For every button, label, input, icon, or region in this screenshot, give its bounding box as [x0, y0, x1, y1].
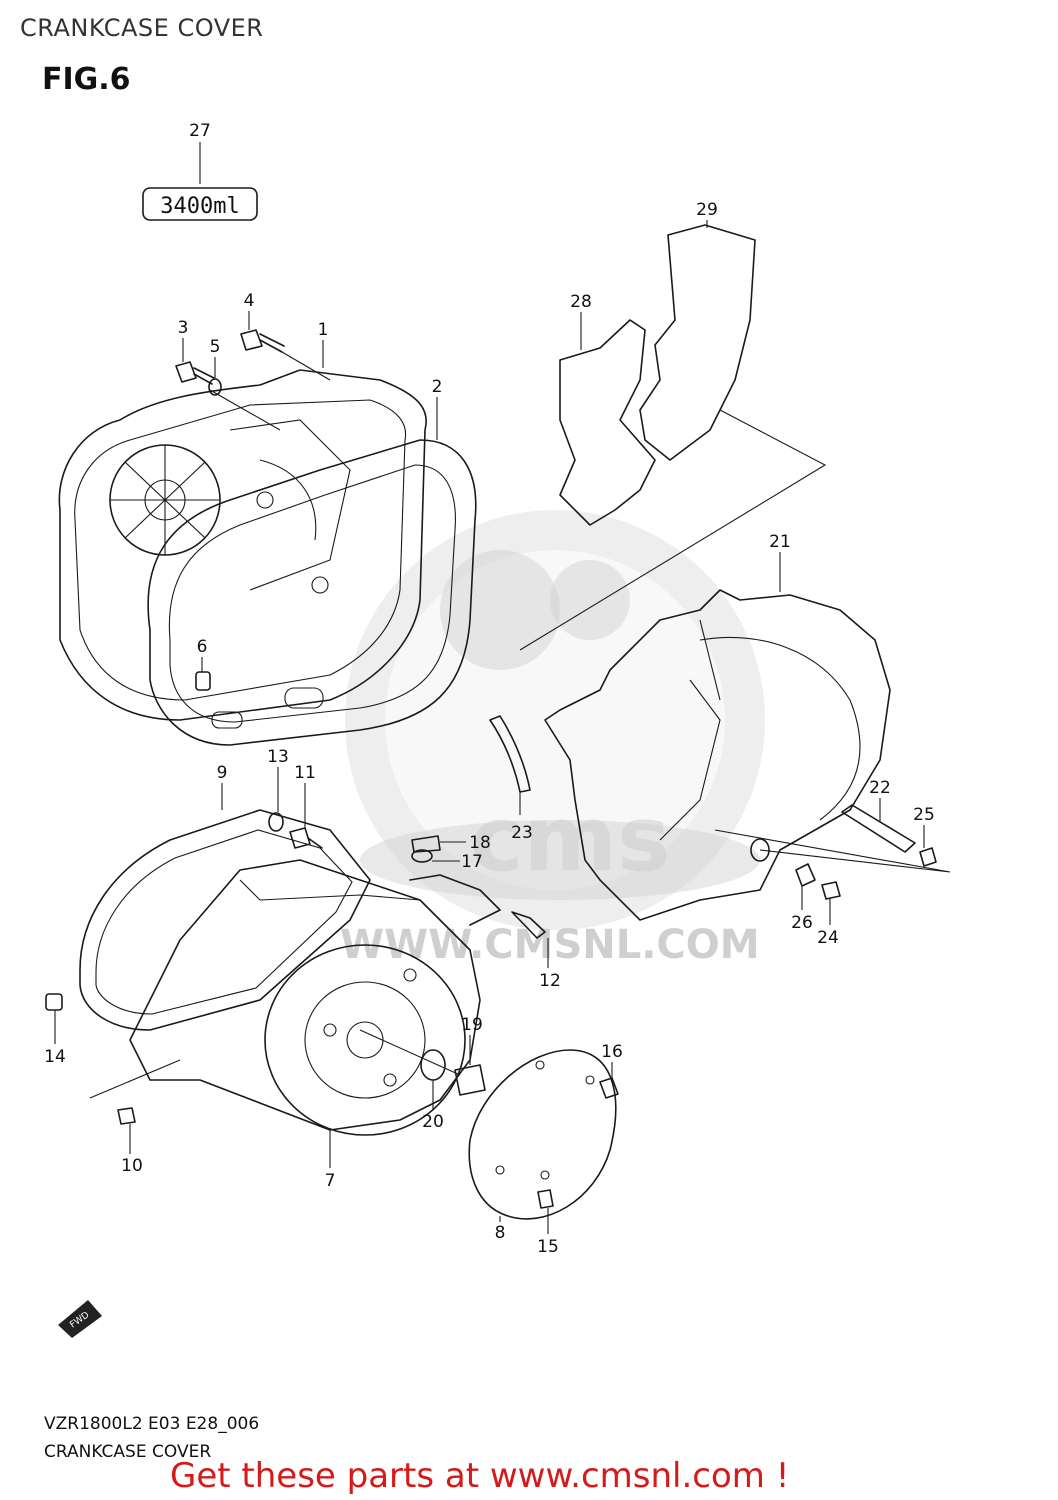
callout-2: 2 — [432, 377, 443, 440]
svg-text:12: 12 — [539, 971, 561, 991]
callout-6: 6 — [197, 637, 208, 672]
part-28-shield — [559, 319, 656, 526]
callout-10: 10 — [121, 1124, 143, 1176]
part-2-cover-gasket — [147, 439, 477, 746]
svg-text:15: 15 — [537, 1237, 559, 1257]
svg-text:9: 9 — [217, 763, 228, 783]
svg-text:20: 20 — [422, 1112, 444, 1132]
callout-23: 23 — [511, 823, 533, 843]
callout-15: 15 — [537, 1208, 559, 1257]
callout-28: 28 — [570, 292, 592, 350]
part-29-shield — [639, 224, 756, 461]
svg-text:8: 8 — [495, 1223, 506, 1243]
svg-text:21: 21 — [769, 532, 791, 552]
promo-link-text[interactable]: Get these parts at www.cmsnl.com ! — [170, 1456, 790, 1496]
callout-25: 25 — [913, 805, 935, 848]
svg-text:11: 11 — [294, 763, 316, 783]
part-1-clutch-cover — [58, 369, 427, 721]
callout-11: 11 — [294, 763, 316, 828]
callout-12: 12 — [539, 938, 561, 991]
callout-21: 21 — [769, 532, 791, 592]
svg-text:14: 14 — [44, 1047, 66, 1067]
callout-27: 27 — [189, 121, 211, 141]
page-title: CRANKCASE COVER — [20, 14, 264, 42]
svg-text:1: 1 — [318, 320, 329, 340]
callout-7: 7 — [325, 1130, 336, 1191]
svg-text:13: 13 — [267, 747, 289, 767]
svg-text:24: 24 — [817, 928, 839, 948]
callout-18: 18 — [440, 833, 491, 853]
lower-fasteners — [45, 812, 619, 1209]
model-code: VZR1800L2 E03 E28_006 — [44, 1414, 260, 1434]
callout-29: 29 — [696, 200, 718, 228]
svg-text:6: 6 — [197, 637, 208, 657]
svg-text:2: 2 — [432, 377, 443, 397]
svg-text:23: 23 — [511, 823, 533, 843]
part-9-gasket — [79, 809, 371, 1031]
svg-text:27: 27 — [189, 121, 211, 141]
callout-14: 14 — [44, 1010, 66, 1067]
part-8-round-cover — [468, 1049, 617, 1220]
svg-text:3: 3 — [178, 318, 189, 338]
svg-text:25: 25 — [913, 805, 935, 825]
fwd-arrow-icon: FWD — [58, 1300, 102, 1338]
svg-text:16: 16 — [601, 1042, 623, 1062]
svg-text:7: 7 — [325, 1171, 336, 1191]
parts-3-4-5-6-fasteners — [175, 329, 331, 691]
watermark-text: WWW.CMSNL.COM — [340, 922, 760, 968]
part-21-engine-cover — [544, 589, 891, 921]
svg-text:18: 18 — [469, 833, 491, 853]
svg-text:19: 19 — [461, 1015, 483, 1035]
callout-8: 8 — [495, 1216, 506, 1243]
callout-1: 1 — [318, 320, 329, 368]
callout-3: 3 — [178, 318, 189, 362]
svg-text:17: 17 — [461, 852, 483, 872]
svg-text:22: 22 — [869, 778, 891, 798]
part-23-strip — [489, 715, 531, 793]
part-27-capacity-label: 3400ml — [142, 142, 258, 221]
leader-28-29 — [519, 409, 827, 651]
callout-16: 16 — [601, 1042, 623, 1078]
callout-4: 4 — [244, 291, 255, 330]
svg-text:28: 28 — [570, 292, 592, 312]
callout-5: 5 — [210, 337, 221, 378]
svg-text:10: 10 — [121, 1156, 143, 1176]
callout-9: 9 — [217, 763, 228, 810]
svg-text:4: 4 — [244, 291, 255, 311]
diagram-caption: CRANKCASE COVER — [44, 1442, 212, 1462]
callout-24: 24 — [817, 899, 839, 948]
svg-text:26: 26 — [791, 913, 813, 933]
callout-13: 13 — [267, 747, 289, 812]
capacity-text: 3400ml — [160, 194, 239, 219]
callout-26: 26 — [791, 886, 813, 933]
figure-label: FIG.6 — [42, 62, 131, 97]
watermark-logo-text: cms — [470, 787, 671, 892]
callout-20: 20 — [422, 1080, 444, 1132]
parts-22-24-25-26-hardware — [714, 804, 951, 900]
svg-text:5: 5 — [210, 337, 221, 357]
svg-text:29: 29 — [696, 200, 718, 220]
part-7-generator-cover — [129, 859, 501, 1136]
callout-22: 22 — [869, 778, 891, 822]
callout-19: 19 — [461, 1015, 483, 1065]
callout-17: 17 — [432, 852, 483, 872]
